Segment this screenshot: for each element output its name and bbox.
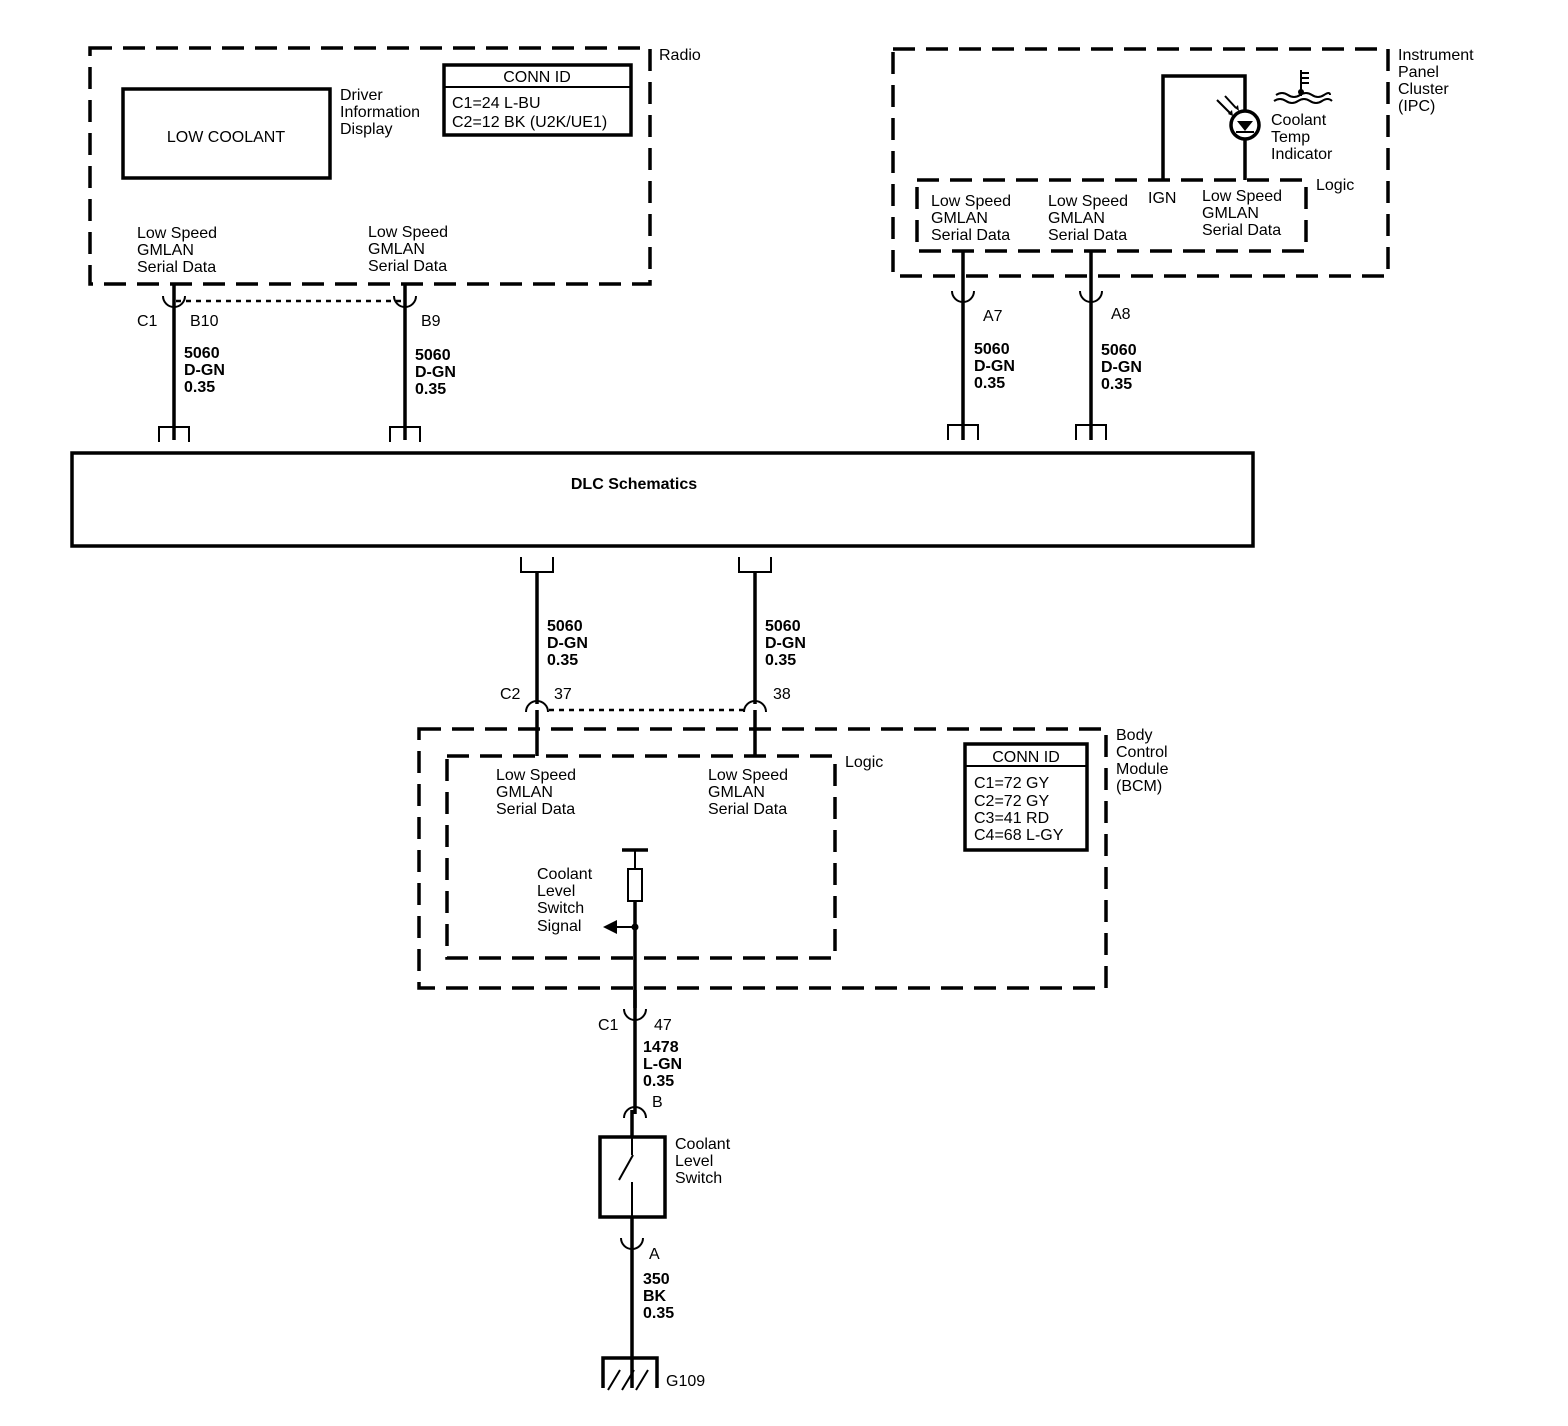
ipc-ign-label: IGN <box>1148 190 1176 207</box>
driver-display-message: LOW COOLANT <box>167 129 285 146</box>
radio-conn-id-table: CONN ID C1=24 L-BU C2=12 BK (U2K/UE1) <box>442 63 633 137</box>
wire-label: 1478 L-GN 0.35 <box>643 1039 687 1090</box>
switch-wire: 1478 L-GN 0.35 <box>633 1016 687 1114</box>
bcm-pin-label-left: Low Speed GMLAN Serial Data <box>496 767 581 818</box>
ipc-pin-label: Low Speed GMLAN Serial Data <box>1202 188 1287 239</box>
wire-label: 5060 D-GN 0.35 <box>184 345 229 396</box>
dlc-block: DLC Schematics <box>70 451 1255 548</box>
coolant-temp-indicator-label: Coolant Temp Indicator <box>1271 112 1333 163</box>
ipc-pin-label: Low Speed GMLAN Serial Data <box>931 193 1016 244</box>
bcm-title: Body Control Module (BCM) <box>1116 727 1173 795</box>
conn-id-line: C2=12 BK (U2K/UE1) <box>452 114 607 131</box>
ipc-pin-a8: A8 <box>1111 306 1131 323</box>
driver-display-label: Driver Information Display <box>340 87 425 138</box>
radio-module: Radio LOW COOLANT Driver Information Dis… <box>88 46 701 286</box>
switch-contact-icon <box>618 1154 634 1181</box>
radio-pin-b10: B10 <box>190 313 219 330</box>
ground-label: G109 <box>666 1373 705 1390</box>
wire-label: 5060 D-GN 0.35 <box>974 341 1019 392</box>
conn-id-header: CONN ID <box>992 749 1060 766</box>
radio-title: Radio <box>659 47 701 64</box>
signal-arrow-icon <box>603 920 617 934</box>
wire-label: 5060 D-GN 0.35 <box>765 618 810 669</box>
radio-connector-id: C1 <box>137 313 158 330</box>
coolant-level-switch-label: Coolant Level Switch <box>675 1136 735 1187</box>
switch-pin-b: B <box>652 1094 663 1111</box>
radio-pin-b9: B9 <box>421 313 441 330</box>
wire-label: 350 BK 0.35 <box>643 1271 674 1322</box>
temperature-gauge-icon <box>1273 70 1333 104</box>
conn-id-line: C2=72 GY <box>974 793 1049 810</box>
conn-id-header: CONN ID <box>503 69 571 86</box>
conn-id-line: C3=41 RD <box>974 810 1049 827</box>
bcm-connector-c1: C1 <box>598 1017 619 1034</box>
radio-pin-label-left: Low Speed GMLAN Serial Data <box>137 225 222 276</box>
pull-up-resistor-icon <box>603 848 648 1008</box>
wire-label: 5060 D-GN 0.35 <box>415 347 460 398</box>
bcm-pin-label-right: Low Speed GMLAN Serial Data <box>708 767 793 818</box>
radio-wires: 5060 D-GN 0.35 5060 D-GN 0.35 <box>158 307 460 442</box>
ipc-pin-a7: A7 <box>983 308 1003 325</box>
bcm-logic-label: Logic <box>845 754 883 771</box>
radio-pin-label-right: Low Speed GMLAN Serial Data <box>368 224 453 275</box>
ipc-pin-label: Low Speed GMLAN Serial Data <box>1048 193 1133 244</box>
ipc-module: Instrument Panel Cluster (IPC) Logic Coo… <box>891 47 1478 278</box>
bcm-conn-id-table: CONN ID C1=72 GY C2=72 GY C3=41 RD C4=68… <box>963 742 1089 852</box>
dlc-bcm-wires: 5060 D-GN 0.35 5060 D-GN 0.35 <box>520 557 810 704</box>
ipc-title: Instrument Panel Cluster (IPC) <box>1398 47 1478 115</box>
ipc-connector: A7 A8 <box>951 251 1131 325</box>
bcm-connector-c2: C2 <box>500 686 521 703</box>
conn-id-line: C4=68 L-GY <box>974 827 1064 844</box>
bcm-module: Body Control Module (BCM) Logic CONN ID … <box>417 727 1173 1008</box>
wire-label: 5060 D-GN 0.35 <box>547 618 592 669</box>
conn-id-line: C1=72 GY <box>974 775 1049 792</box>
coolant-level-switch: B Coolant Level Switch A <box>598 1094 735 1263</box>
radio-connector: C1 B10 B9 <box>137 284 441 330</box>
ground-icon: G109 <box>601 1356 705 1391</box>
wire-label: 5060 D-GN 0.35 <box>1101 342 1146 393</box>
coolant-level-switch-signal-label: Coolant Level Switch Signal <box>537 866 597 935</box>
ipc-logic-label: Logic <box>1316 177 1354 194</box>
bcm-c1-connector: C1 47 <box>598 990 672 1034</box>
bcm-pin-47: 47 <box>654 1017 672 1034</box>
bcm-pin-38: 38 <box>773 686 791 703</box>
bcm-c2-connector: C2 37 38 <box>500 686 791 756</box>
ipc-wires: 5060 D-GN 0.35 5060 D-GN 0.35 <box>947 298 1146 440</box>
dlc-label: DLC Schematics <box>571 476 697 493</box>
conn-id-line: C1=24 L-BU <box>452 95 541 112</box>
bcm-pin-37: 37 <box>554 686 572 703</box>
ground-wire: 350 BK 0.35 <box>630 1245 674 1388</box>
switch-pin-a: A <box>649 1246 660 1263</box>
